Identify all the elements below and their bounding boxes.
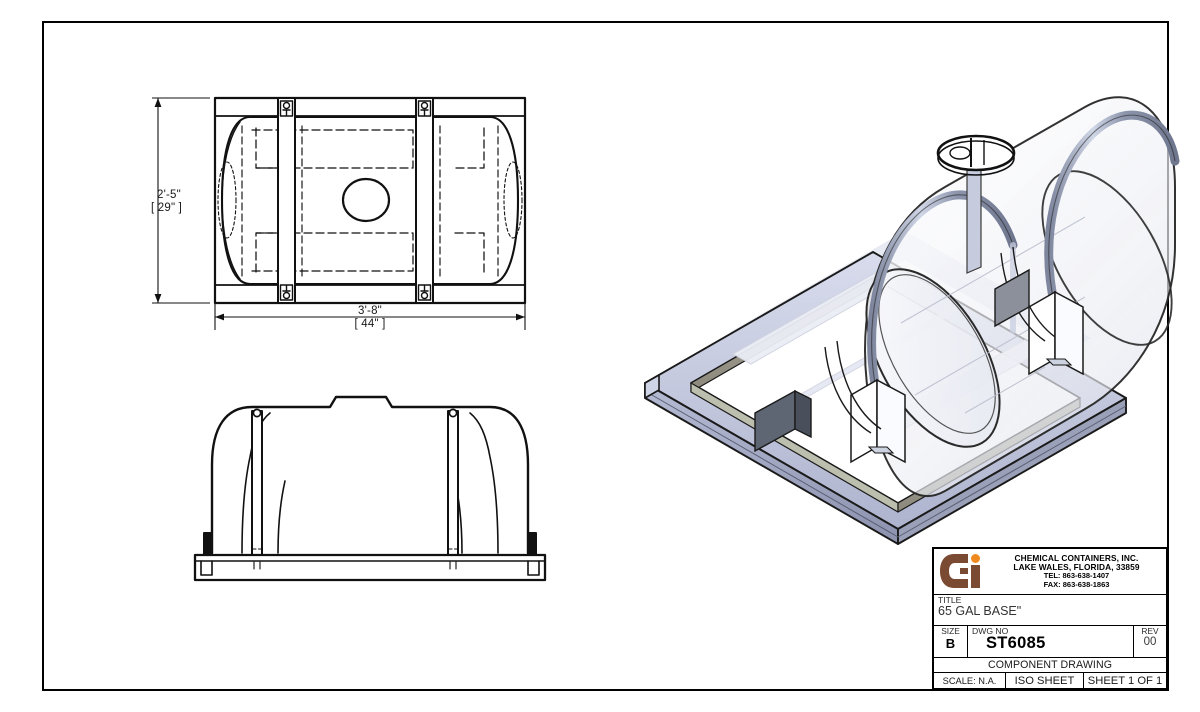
size-label: SIZE: [941, 625, 960, 636]
sheet-border: [42, 21, 1169, 691]
manway-fill-opening: [936, 134, 1016, 274]
front-view: [190, 385, 550, 585]
company-fax: FAX: 863-638-1863: [1043, 579, 1110, 589]
component-drawing-label: COMPONENT DRAWING: [987, 659, 1113, 672]
size-value: B: [945, 635, 956, 651]
scale-cell: SCALE: N.A.: [934, 673, 1006, 688]
isometric-view: [615, 95, 1180, 545]
component-drawing-row: COMPONENT DRAWING: [934, 658, 1166, 674]
sheet-number-value: SHEET 1 OF 1: [1087, 674, 1163, 687]
company-name: CHEMICAL CONTAINERS, INC.: [1014, 552, 1139, 563]
height-dimension-feet: 2'-5": [157, 189, 181, 201]
rev-label: REV: [1141, 625, 1159, 636]
title-label: TITLE: [938, 594, 962, 605]
sheet-info-row: SCALE: N.A. ISO SHEET SHEET 1 OF 1: [934, 673, 1166, 688]
size-cell: SIZE B: [934, 625, 968, 657]
top-view: 2'-5" [ 29" ] 3'-8" [ 44" ]: [130, 88, 540, 338]
company-logo-icon: [938, 551, 992, 591]
title-block: CHEMICAL CONTAINERS, INC. LAKE WALES, FL…: [932, 547, 1168, 690]
height-dimension-inches: [ 29" ]: [151, 202, 182, 214]
company-address: LAKE WALES, FLORIDA, 33859: [1013, 561, 1140, 572]
dwg-no-label: DWG NO: [972, 625, 1009, 636]
company-tel: TEL: 863-638-1407: [1043, 571, 1110, 581]
width-dimension-feet: 3'-8": [358, 305, 382, 317]
revision-cell: REV 00: [1134, 626, 1166, 657]
scale-value: SCALE: N.A.: [942, 675, 997, 686]
drawing-number-cell: DWG NO ST6085: [968, 625, 1134, 657]
identification-row: SIZE B DWG NO ST6085 REV 00: [934, 625, 1166, 658]
rev-value: 00: [1143, 635, 1157, 648]
title-row: TITLE 65 GAL BASE": [934, 595, 1166, 626]
company-info: CHEMICAL CONTAINERS, INC. LAKE WALES, FL…: [992, 552, 1164, 589]
dwg-no-value: ST6085: [986, 633, 1046, 652]
mounting-plates: [754, 268, 1030, 453]
title-block-company-row: CHEMICAL CONTAINERS, INC. LAKE WALES, FL…: [934, 549, 1166, 595]
sheet-type-value: ISO SHEET: [1014, 674, 1075, 687]
sheet-number-cell: SHEET 1 OF 1: [1084, 673, 1166, 688]
title-value: 65 GAL BASE": [938, 603, 1022, 618]
tank-straps: [850, 110, 1180, 464]
sheet-type-cell: ISO SHEET: [1006, 673, 1084, 688]
width-dimension-inches: [ 44" ]: [354, 318, 385, 330]
